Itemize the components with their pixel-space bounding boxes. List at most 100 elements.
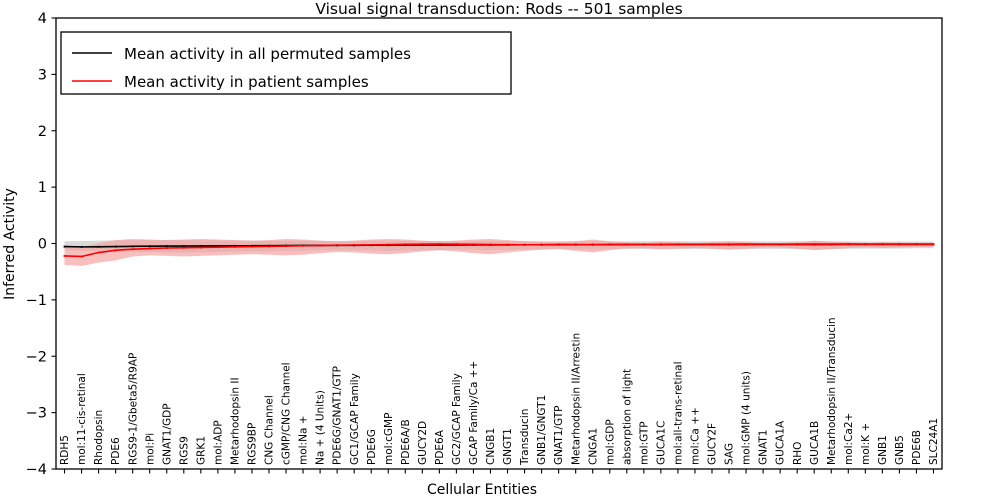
- x-tick-label: Transducin: [519, 409, 531, 466]
- x-axis-ticks: [63, 469, 935, 474]
- x-tick-label: RHO: [792, 442, 804, 465]
- data-point: [182, 246, 185, 249]
- x-tick-label: RGS9BP: [247, 423, 259, 465]
- y-tick-label: −2: [26, 349, 47, 365]
- x-tick-label: mol:Pi: [144, 433, 156, 465]
- data-point: [199, 246, 202, 249]
- x-tick-label: mol:Na +: [298, 415, 310, 465]
- data-point: [80, 245, 83, 248]
- data-point: [659, 243, 662, 246]
- x-tick-label: Metarhodopsin II/Arrestin: [570, 333, 582, 465]
- data-point: [131, 248, 134, 251]
- x-tick-label: GCAP Family/Ca ++: [468, 361, 480, 465]
- x-tick-label: Metarhodopsin II: [230, 377, 242, 465]
- legend-label-permuted: Mean activity in all permuted samples: [124, 45, 411, 63]
- y-axis-label: Inferred Activity: [2, 188, 18, 300]
- data-point: [353, 244, 356, 247]
- data-point: [762, 243, 765, 246]
- data-point: [523, 243, 526, 246]
- x-tick-label: GNGT1: [502, 428, 514, 465]
- x-tick-label: PDE6G/GNAT1/GTP: [332, 366, 344, 465]
- x-tick-label: RGS9-1/Gbeta5/R9AP: [127, 353, 139, 465]
- x-tick-label: PDE6: [110, 437, 122, 465]
- legend-label-patient: Mean activity in patient samples: [124, 73, 369, 91]
- x-tick-label: Na + (4 Units): [315, 390, 327, 465]
- data-point: [915, 243, 918, 246]
- x-tick-label: GNB1/GNGT1: [536, 395, 548, 465]
- data-point: [165, 247, 168, 250]
- data-point: [625, 243, 628, 246]
- data-point: [540, 243, 543, 246]
- data-point: [234, 245, 236, 248]
- x-tick-label: CNGB1: [485, 428, 497, 465]
- data-point: [234, 244, 236, 247]
- x-tick-label: GUCY2D: [417, 421, 429, 465]
- data-point: [370, 244, 373, 246]
- x-tick-label: GC1/GCAP Family: [349, 373, 361, 465]
- legend-box: [60, 31, 512, 95]
- data-point: [148, 247, 151, 250]
- data-point: [574, 243, 577, 246]
- data-point: [864, 243, 867, 246]
- data-point: [932, 243, 935, 246]
- x-tick-label: mol:cGMP: [383, 413, 395, 465]
- y-tick-label: 4: [38, 11, 47, 27]
- data-point: [830, 243, 833, 246]
- data-point: [694, 243, 696, 246]
- data-point: [319, 244, 322, 247]
- y-tick-label: 1: [38, 180, 47, 196]
- data-point: [63, 245, 66, 248]
- data-point: [216, 246, 219, 249]
- x-tick-label: Metarhodopsin II/Transducin: [826, 317, 838, 465]
- x-tick-label: absorption of light: [621, 369, 633, 465]
- data-point: [591, 243, 594, 246]
- data-point: [63, 255, 66, 257]
- x-tick-label: GUCA1C: [655, 421, 667, 465]
- x-tick-label: GC2/GCAP Family: [451, 373, 463, 465]
- x-tick-label: mol:ADP: [212, 420, 224, 465]
- x-tick-label: mol:GMP (4 units): [741, 371, 753, 465]
- data-point: [472, 243, 475, 246]
- x-tick-label: mol:GTP: [638, 421, 650, 465]
- data-point: [711, 243, 713, 246]
- x-axis-label: Cellular Entities: [427, 482, 537, 498]
- x-tick-label: GRK1: [195, 436, 207, 465]
- x-tick-label: RGS9: [178, 436, 190, 465]
- x-tick-label: GUCA1B: [809, 421, 821, 465]
- x-tick-label: PDE6A/B: [400, 419, 412, 465]
- data-point: [881, 243, 884, 246]
- data-point: [813, 243, 816, 246]
- data-point: [745, 243, 748, 246]
- data-point: [97, 245, 100, 248]
- x-tick-label: GNAT1/GDP: [161, 403, 173, 465]
- data-point: [898, 243, 901, 246]
- x-tick-label: GNAT1: [758, 430, 770, 465]
- x-tick-label: PDE6A: [434, 429, 446, 465]
- data-point: [796, 243, 799, 246]
- chart-title: Visual signal transduction: Rods -- 501 …: [315, 0, 682, 18]
- data-point: [404, 243, 407, 246]
- data-line-layer: [64, 243, 934, 258]
- data-point: [114, 249, 117, 252]
- data-point: [421, 243, 424, 246]
- data-point: [387, 243, 390, 246]
- data-marker-layer: [63, 243, 935, 258]
- data-point: [506, 243, 509, 246]
- data-point: [80, 255, 83, 258]
- x-tick-label: SAG: [724, 443, 736, 465]
- x-tick-label: GUCA1A: [775, 420, 787, 465]
- data-point: [455, 243, 458, 246]
- data-point: [438, 243, 441, 246]
- data-point: [165, 245, 168, 248]
- data-point: [557, 243, 560, 246]
- x-tick-label: mol:K +: [860, 423, 872, 465]
- y-tick-label: −4: [26, 462, 47, 478]
- data-point: [182, 245, 185, 248]
- mean-line-patient: [64, 243, 934, 258]
- data-point: [642, 243, 645, 246]
- x-tick-label: CNGA1: [587, 428, 599, 465]
- data-point: [677, 243, 679, 246]
- data-point: [268, 245, 270, 248]
